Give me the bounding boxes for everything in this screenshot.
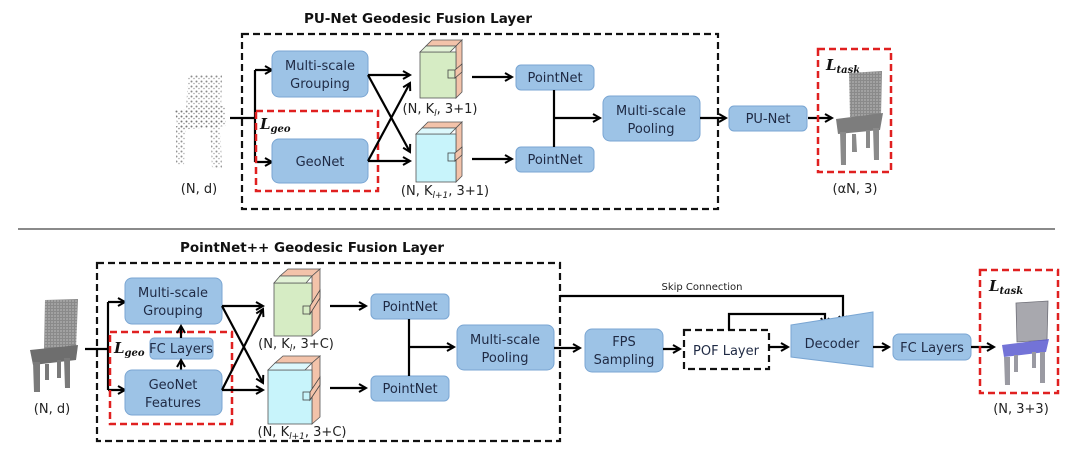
bottom-cube2-label: (N, Kl+1, 3+C) (258, 425, 347, 442)
top-msg-line1: Multi-scale (285, 59, 355, 74)
top-cube1-label: (N, Kl, 3+1) (403, 102, 478, 119)
top-ltask-region (816, 47, 893, 174)
bottom-msp-line1: Multi-scale (470, 333, 540, 348)
bottom-ltask-region (978, 268, 1060, 395)
top-msp-line2: Pooling (628, 122, 675, 137)
fc-layers-label: FC Layers (900, 341, 964, 356)
pof-layer-label: POF Layer (693, 344, 760, 359)
skip-connection-arrow (560, 294, 843, 323)
bottom-geonet-line2: Features (145, 396, 201, 411)
bottom-input-label: (N, d) (34, 402, 70, 417)
top-output-point-cloud (836, 71, 883, 165)
top-input-label: (N, d) (181, 182, 217, 197)
top-punet-label: PU-Net (746, 112, 791, 127)
skip-connection-label: Skip Connection (661, 282, 742, 293)
top-feature-cube-2 (415, 121, 463, 183)
top-panel: PU-Net Geodesic Fusion Layer (N, d) Mult… (175, 11, 893, 211)
bottom-multiscale-grouping-box (124, 277, 223, 325)
top-cross-arrow-msg-to-cube2 (367, 74, 410, 152)
fps-line1: FPS (612, 335, 636, 350)
top-lgeo-region (254, 109, 380, 193)
bottom-output-chair (1002, 300, 1049, 385)
bottom-panel: PointNet++ Geodesic Fusion Layer (N, d) … (30, 240, 1060, 443)
pof-layer-box (682, 328, 771, 371)
top-feature-cube-1 (419, 39, 463, 99)
top-cross-arrow-geonet-to-cube1 (367, 83, 410, 162)
bottom-msp-line2: Pooling (482, 351, 529, 366)
top-ltask-label: Ltask (825, 56, 860, 76)
bottom-lgeo-label: Lgeo (113, 339, 145, 359)
bottom-pointnet2-label: PointNet (382, 382, 437, 397)
top-cube2-label: (N, Kl+1, 3+1) (401, 184, 489, 201)
top-msp-line1: Multi-scale (616, 104, 686, 119)
bottom-msg-line1: Multi-scale (138, 286, 208, 301)
top-geonet-label: GeoNet (296, 155, 345, 170)
fps-line2: Sampling (594, 353, 655, 368)
bottom-fc-small-label: FC Layers (149, 342, 213, 357)
bottom-geonet-features-box (124, 369, 223, 416)
bottom-msg-line2: Grouping (143, 304, 203, 319)
bottom-ltask-label: Ltask (988, 277, 1023, 297)
bottom-output-label: (N, 3+3) (993, 402, 1049, 417)
bottom-cross-arrow-msg-to-cube2 (221, 305, 263, 383)
bottom-input-point-cloud (30, 299, 78, 392)
bottom-lgeo-region (108, 330, 234, 426)
top-punet-box (728, 105, 808, 132)
bottom-feature-cube-2 (267, 355, 322, 425)
bottom-cross-arrow-geonet-to-cube1 (221, 309, 263, 391)
fps-sampling-box (584, 328, 664, 373)
decoder-trapezoid (790, 311, 874, 368)
bottom-cube1-label: (N, Kl, 3+C) (258, 337, 334, 354)
top-title: PU-Net Geodesic Fusion Layer (304, 11, 532, 27)
top-input-point-cloud (175, 75, 226, 168)
bottom-fusion-layer-border (95, 261, 562, 443)
bottom-feature-cube-1 (273, 268, 322, 337)
top-pointnet1-label: PointNet (527, 71, 582, 86)
decoder-label: Decoder (805, 337, 860, 352)
bottom-title: PointNet++ Geodesic Fusion Layer (180, 240, 444, 256)
top-pointnet2-label: PointNet (527, 153, 582, 168)
bottom-pointnet1-label: PointNet (382, 300, 437, 315)
top-msg-line2: Grouping (290, 77, 350, 92)
bottom-geonet-line1: GeoNet (149, 378, 198, 393)
top-lgeo-label: Lgeo (259, 115, 291, 135)
top-fusion-layer-border (240, 32, 720, 211)
top-output-label: (αN, 3) (833, 182, 878, 197)
